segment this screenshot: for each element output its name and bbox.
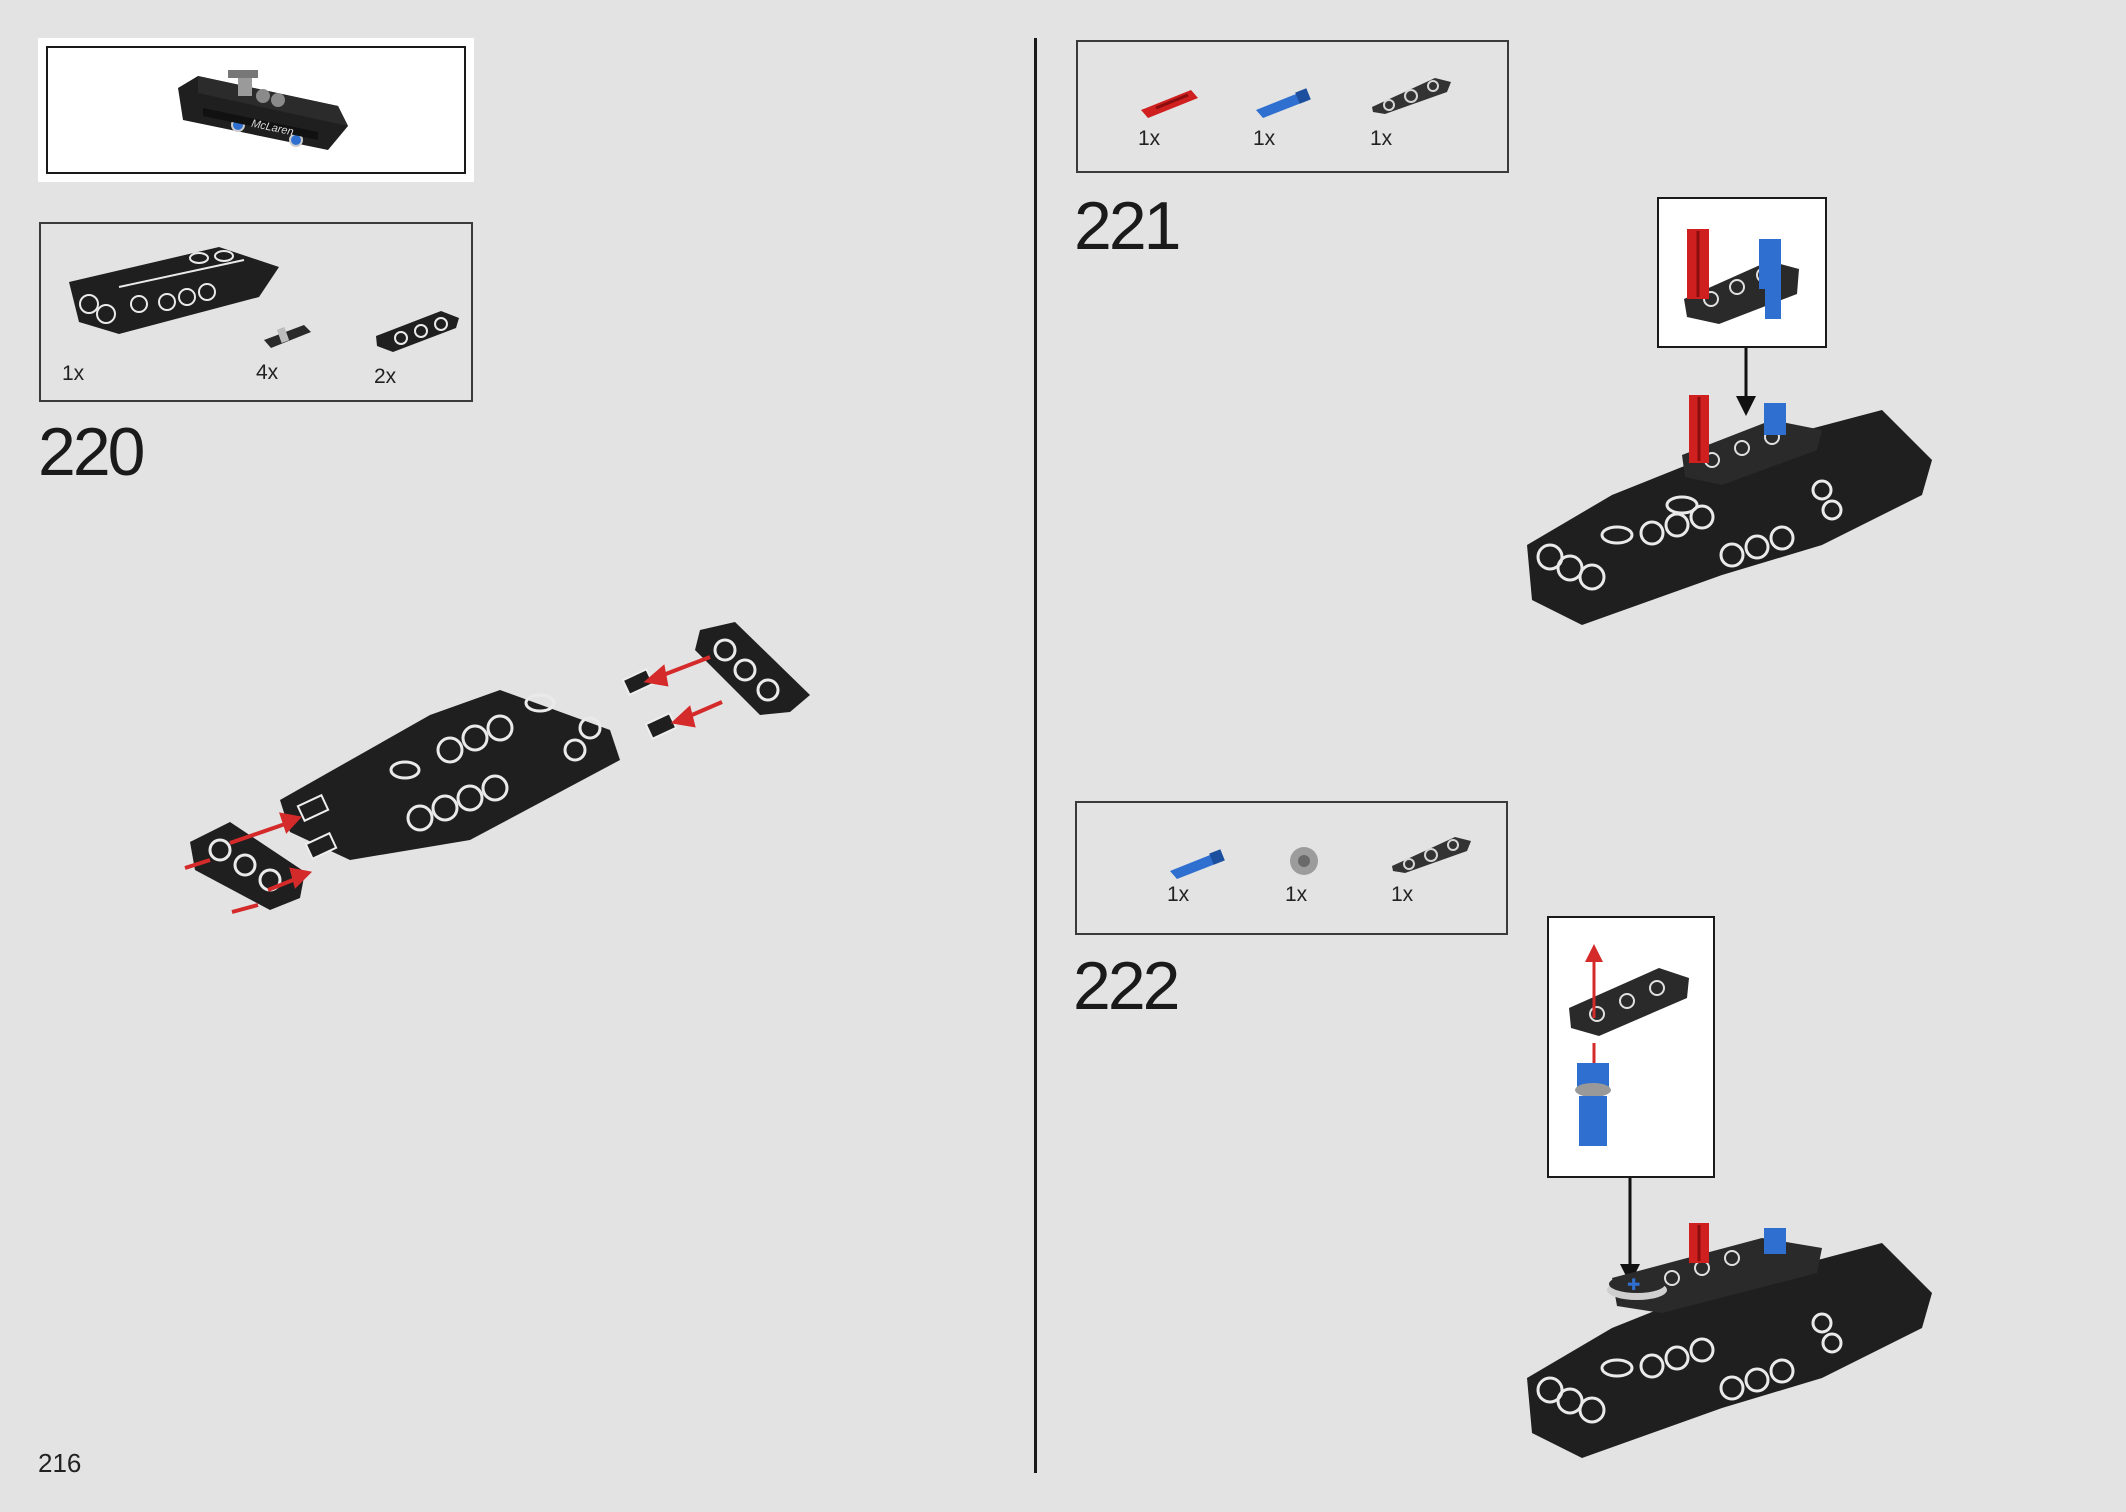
part-qty: 2x [374,365,397,388]
down-arrow-icon [1736,348,1756,416]
svg-text:✚: ✚ [1627,1275,1640,1294]
step-221-assembly-image [1527,395,1932,625]
step-number: 222 [1073,948,1180,1024]
red-axle-pin-icon [1141,90,1198,118]
part-qty: 1x [1167,883,1190,906]
page-number: 216 [38,1448,82,1478]
callout-subassembly-image [1569,944,1689,1146]
step-222-callout [1547,916,1715,1178]
part-qty: 1x [1391,883,1414,906]
step-221-callout [1657,197,1827,348]
preview-frame: McLaren [46,46,466,174]
page-divider [1034,38,1037,1473]
beam-3-icon [376,311,459,352]
step-number: 221 [1074,188,1181,264]
preview-panel: McLaren [38,38,474,182]
step-number: 220 [38,414,145,490]
dark-beam-icon [1372,78,1451,114]
callout-subassembly-image [1684,229,1799,324]
part-qty: 4x [256,361,279,384]
mclaren-subassembly-image [178,70,348,150]
part-qty: 1x [1138,127,1161,150]
gray-bush-icon [1290,847,1318,875]
step-222-assembly-image: ✚ [1527,1223,1932,1458]
connector-pin-icon [264,325,311,348]
parts-list-step-220: 1x 4x 2x [39,222,473,402]
dark-beam-icon [1392,837,1471,873]
blue-axle-pin-icon [1170,849,1225,879]
parts-list-step-221: 1x 1x 1x [1076,40,1509,173]
part-qty: 1x [1370,127,1393,150]
step-220-assembly-image [184,622,810,914]
black-frame-icon [69,247,279,334]
blue-axle-pin-icon [1256,88,1311,118]
part-qty: 1x [1285,883,1308,906]
part-qty: 1x [1253,127,1276,150]
parts-list-step-222: 1x 1x 1x [1075,801,1508,935]
part-qty: 1x [62,362,85,385]
